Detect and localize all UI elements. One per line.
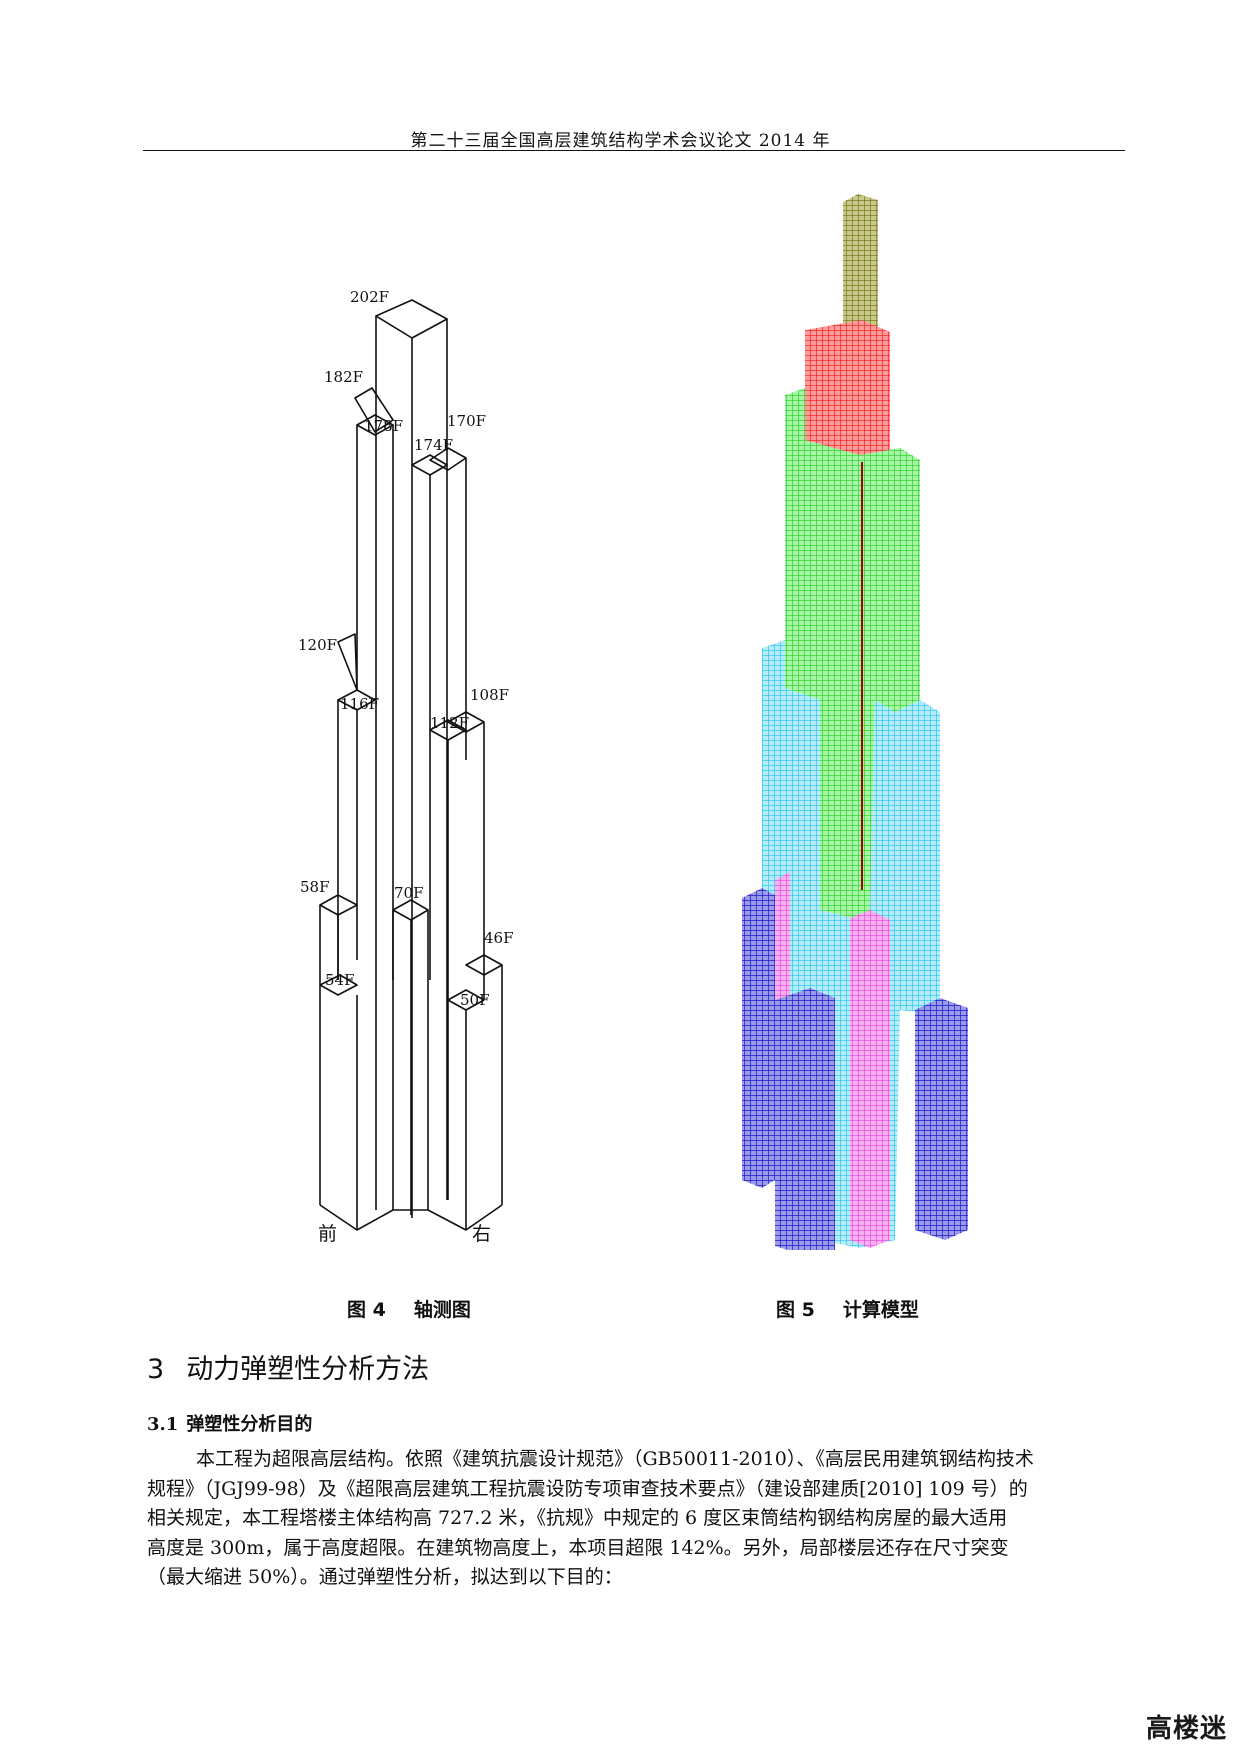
tower-174f [411,447,467,980]
paragraph-line: 本工程为超限高层结构。依照《建筑抗震设计规范》（GB50011-2010）、《高… [196,1448,1034,1470]
direction-label-right: 右 [472,1223,491,1245]
figure-5-caption-text: 计算模型 [842,1299,919,1321]
subsection-number: 3.1 [147,1414,179,1435]
floor-label-120f: 120F [298,636,337,654]
paragraph-line: 规程》（JGJ99-98）及《超限高层建筑工程抗震设防专项审查技术要点》（建设部… [147,1477,1028,1500]
floor-label-182f: 182F [324,368,363,386]
section-title: 动力弹塑性分析方法 [186,1354,430,1385]
floor-label-170f: 170F [447,412,486,430]
watermark-logo: 高楼迷 [1145,1714,1227,1744]
floor-label-112f: 112F [430,714,469,732]
figure-5-number: 图 5 [776,1299,815,1321]
figure-4-axonometric-drawing: 202F 182F 178F 174F 170F 120F 116F 112F … [298,288,514,1245]
running-header: 第二十三届全国高层建筑结构学术会议论文 2014 年 [410,131,831,151]
subsection-title: 弹塑性分析目的 [186,1414,313,1435]
section-number: 3 [147,1354,165,1385]
section-heading: 3 动力弹塑性分析方法 [147,1347,429,1386]
body-paragraph: 本工程为超限高层结构。依照《建筑抗震设计规范》（GB50011-2010）、《高… [147,1445,1117,1593]
paragraph-line: 相关规定，本工程塔楼主体结构高 727.2 米，《抗规》中规定的 6 度区束筒结… [147,1507,1008,1529]
floor-label-58f: 58F [300,878,330,896]
floor-label-70f: 70F [394,884,424,902]
tower-112f [429,711,485,1000]
tower-50f [447,954,503,1230]
paragraph-line: 高度是 300m，属于高度超限。在建筑物高度上，本项目超限 142%。另外，局部… [147,1536,1009,1559]
floor-label-178f: 178F [364,417,403,435]
figure-5-computational-model [742,194,968,1250]
header-rule [143,150,1125,151]
floor-label-50f: 50F [460,991,490,1009]
paragraph-line: （最大缩进 50%）。通过弹塑性分析，拟达到以下目的： [147,1566,623,1588]
direction-label-front: 前 [318,1223,337,1245]
subsection-heading: 3.1 弹塑性分析目的 [147,1410,312,1436]
floor-label-108f: 108F [470,686,509,704]
model-magenta-segment-left [775,872,790,1008]
model-magenta-segment-center [850,910,890,1248]
model-green-segment [785,388,920,920]
tower-58f [319,894,358,1230]
tower-182f [354,387,394,980]
floor-label-202f: 202F [350,288,389,306]
figure-4-caption: 图 4 轴测图 [347,1295,471,1322]
figure-5-caption: 图 5 计算模型 [776,1295,919,1322]
floor-label-46f: 46F [484,929,514,947]
tower-base [319,1204,503,1231]
tower-70f [392,899,429,1215]
floor-label-174f: 174F [414,436,453,454]
tower-120f [337,633,376,980]
model-spire-segment [843,194,878,338]
floor-label-116f: 116F [340,695,379,713]
model-blue-segment-left [742,888,775,1188]
floor-label-54f: 54F [325,971,355,989]
figure-4-number: 图 4 [347,1299,386,1321]
model-red-segment [805,320,890,462]
model-blue-segment-lower-left [775,988,835,1250]
figure-4-caption-text: 轴测图 [413,1299,471,1321]
model-blue-segment-right [915,998,968,1240]
